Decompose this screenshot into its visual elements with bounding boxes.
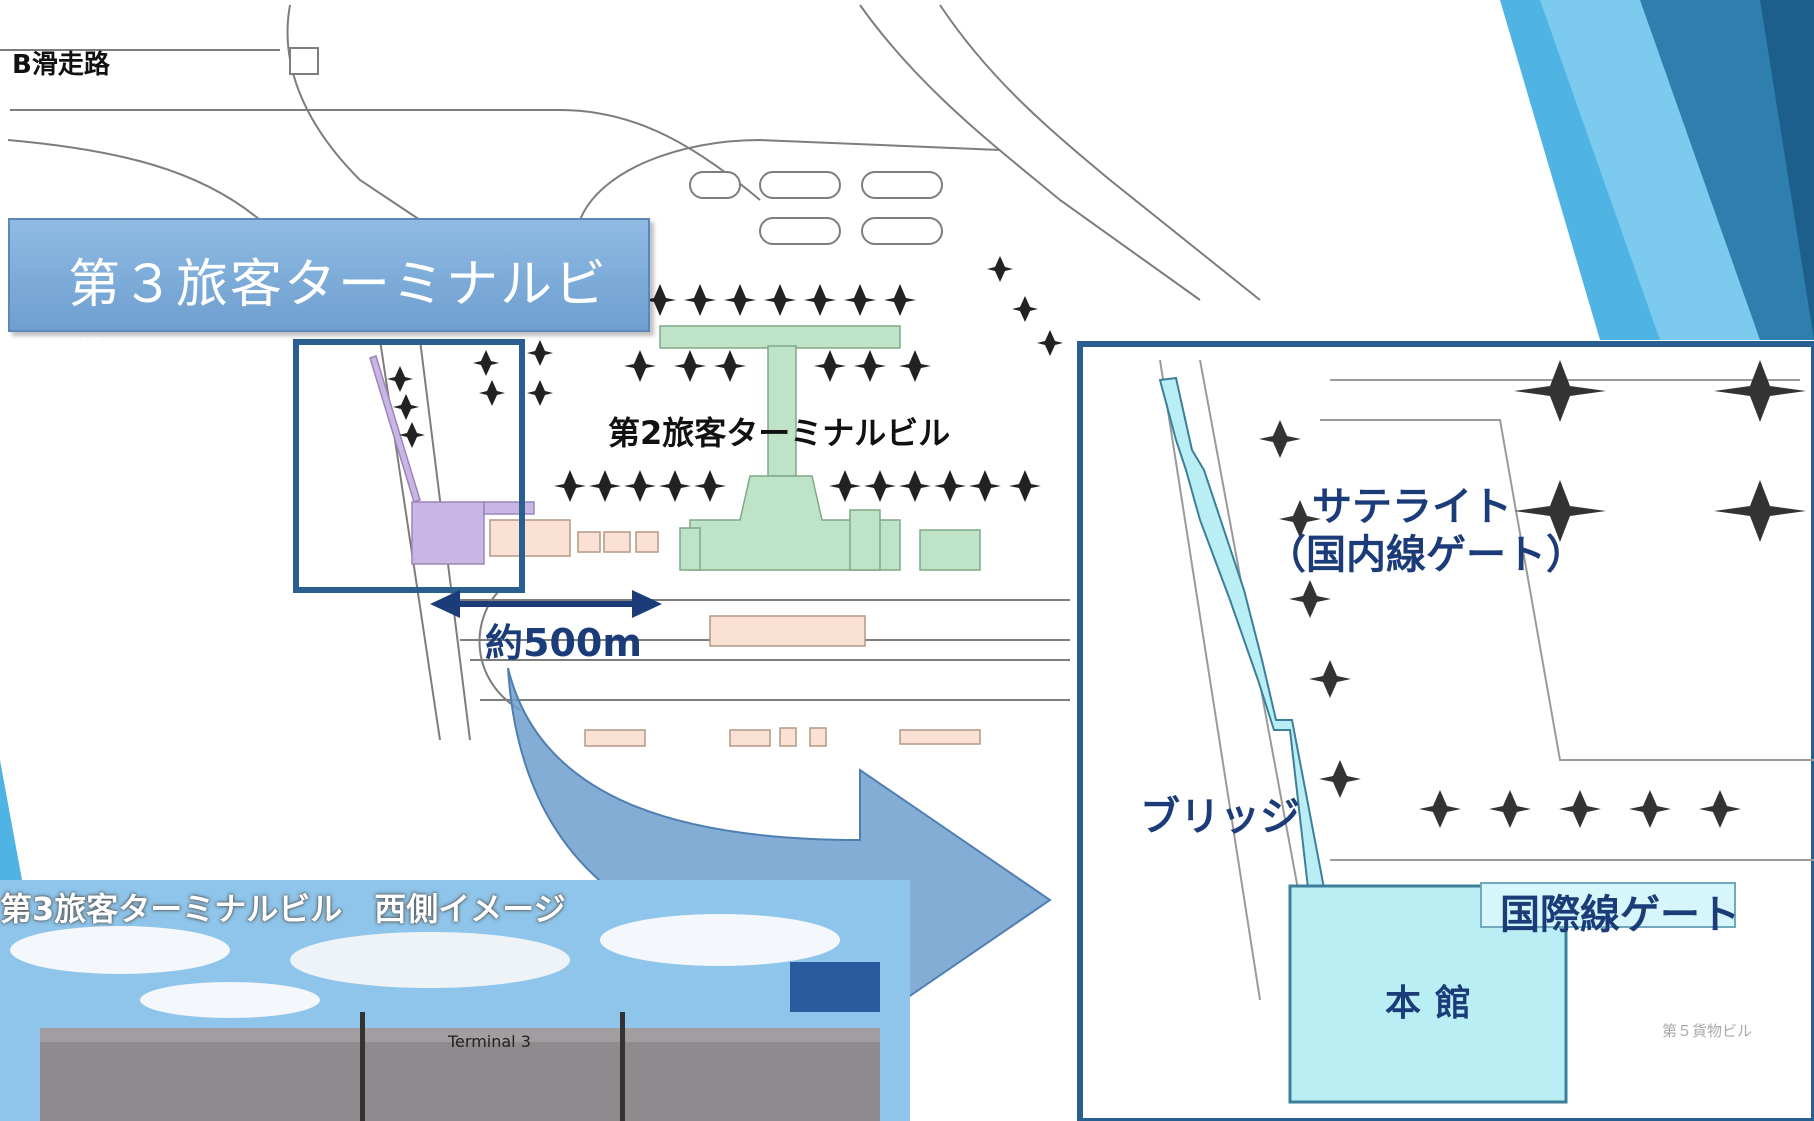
distance-arrow [430,590,662,618]
terminal-3-highlight-frame [293,339,525,593]
terminal-3-sign: Terminal 3 [448,1032,531,1051]
terminal-2-building [659,325,981,571]
terminal-3-photo [0,880,910,1121]
parked-aircraft [387,256,1063,502]
satellite-label: サテライト [1312,484,1512,530]
terminal-blocks [489,519,981,747]
bridge-label: ブリッジ [1140,794,1300,840]
corner-decoration [1500,0,1814,340]
runway-b-label: B滑走路 [12,50,110,80]
international-gate-label: 国際線ゲート [1500,892,1740,938]
photo-title: 第3旅客ターミナルビル 西側イメージ [0,890,566,928]
taxiway-islands [289,47,943,245]
terminal-2-label: 第2旅客ターミナルビル [608,414,951,452]
banner-title: 第３旅客ターミナルビル [68,255,609,390]
satellite-sublabel: （国内線ゲート） [1266,532,1586,578]
international-gate-box: 国際線ゲート [1480,882,1740,938]
title-banner: 第３旅客ターミナルビル [8,218,650,390]
terminal-3-building [369,355,535,565]
cargo-building-label: 第５貨物ビル [1662,1022,1753,1040]
left-stripe [0,760,22,900]
distance-label: 約500m [485,621,642,665]
main-building-label: 本館 [1385,983,1486,1024]
detail-map-panel [1077,341,1814,1121]
